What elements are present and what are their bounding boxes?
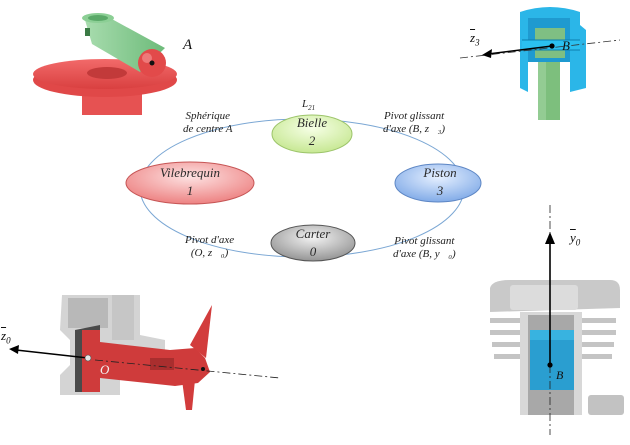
- vector-y0-symbol: y: [570, 230, 576, 245]
- node-vilebrequin-number: 1: [186, 183, 194, 198]
- node-piston-name: Piston: [423, 165, 457, 180]
- link-name-subscript: 21: [308, 104, 316, 113]
- link-spherical-line2: de centre A: [183, 123, 233, 135]
- figure-crankcase-crankshaft: O z0: [0, 280, 281, 440]
- node-piston-shape[interactable]: [394, 163, 482, 203]
- node-vilebrequin-shape[interactable]: [125, 161, 255, 205]
- point-o-label: O: [100, 362, 110, 377]
- node-bielle-shape[interactable]: [271, 114, 353, 154]
- vector-z0-subscript: 0: [6, 335, 11, 346]
- vector-y0-label: y0: [570, 230, 580, 248]
- link-label-pivot-sliding-z3: Pivot glissant d'axe (B, z⃗₃): [383, 110, 445, 136]
- crank-rod-illustration: [33, 13, 177, 115]
- crankcase-illustration: [9, 295, 281, 410]
- cylinder-illustration: [490, 205, 624, 435]
- node-vilebrequin[interactable]: Vilebrequin 1: [136, 164, 244, 200]
- point-a-label: A: [183, 37, 193, 53]
- figure-crank-rod-spherical: A: [0, 0, 200, 115]
- node-bielle[interactable]: Bielle 2: [272, 114, 352, 150]
- link-pivot-sliding-z3-line2: d'axe (B, z⃗₃): [383, 123, 446, 135]
- link-name-l21: L21: [302, 98, 315, 115]
- node-bielle-name: Bielle: [296, 115, 328, 130]
- link-label-pivot-z0: Pivot d'axe (O, z⃗₀): [185, 234, 234, 260]
- node-vilebrequin-name: Vilebrequin: [160, 165, 220, 180]
- node-carter-shape[interactable]: [270, 224, 356, 262]
- link-pivot-z0-line1: Pivot d'axe: [185, 234, 235, 246]
- link-label-pivot-sliding-y0: Pivot glissant d'axe (B, y⃗₀): [393, 235, 456, 261]
- vector-y0-subscript: 0: [575, 237, 581, 248]
- piston-rod-illustration: [459, 7, 621, 120]
- point-b-marker: [549, 43, 555, 49]
- link-spherical-line1: Sphérique: [185, 110, 231, 122]
- node-piston[interactable]: Piston 3: [400, 164, 480, 200]
- link-name-letter: L: [302, 98, 309, 110]
- point-a-marker: [149, 60, 155, 66]
- link-pivot-sliding-y0-line2: d'axe (B, y⃗₀): [393, 248, 456, 260]
- vector-z3-symbol: z: [470, 30, 476, 45]
- node-carter-number: 0: [309, 244, 317, 259]
- node-carter-name: Carter: [295, 226, 331, 241]
- vector-z0-label: z0: [1, 328, 11, 346]
- vector-z3-subscript: 3: [475, 37, 480, 48]
- point-b-label-top: B: [562, 38, 570, 53]
- point-o-marker: [84, 354, 92, 362]
- figure-cylinder-piston: B y0: [470, 200, 630, 440]
- link-pivot-sliding-z3-line1: Pivot glissant: [383, 110, 445, 122]
- point-b-marker-bottom: [547, 362, 553, 368]
- link-label-spherical: Sphérique de centre A: [183, 110, 232, 136]
- link-pivot-z0-line2: (O, z⃗₀): [190, 247, 229, 259]
- figure-piston-rod: B z3: [440, 0, 630, 130]
- link-pivot-sliding-y0-line1: Pivot glissant: [394, 235, 455, 247]
- vector-z3-label: z3: [470, 30, 480, 48]
- vector-z0-symbol: z: [1, 328, 7, 343]
- node-carter[interactable]: Carter 0: [273, 225, 353, 261]
- point-b-label-bottom: B: [556, 368, 564, 382]
- node-bielle-number: 2: [308, 133, 316, 148]
- node-piston-number: 3: [436, 183, 444, 198]
